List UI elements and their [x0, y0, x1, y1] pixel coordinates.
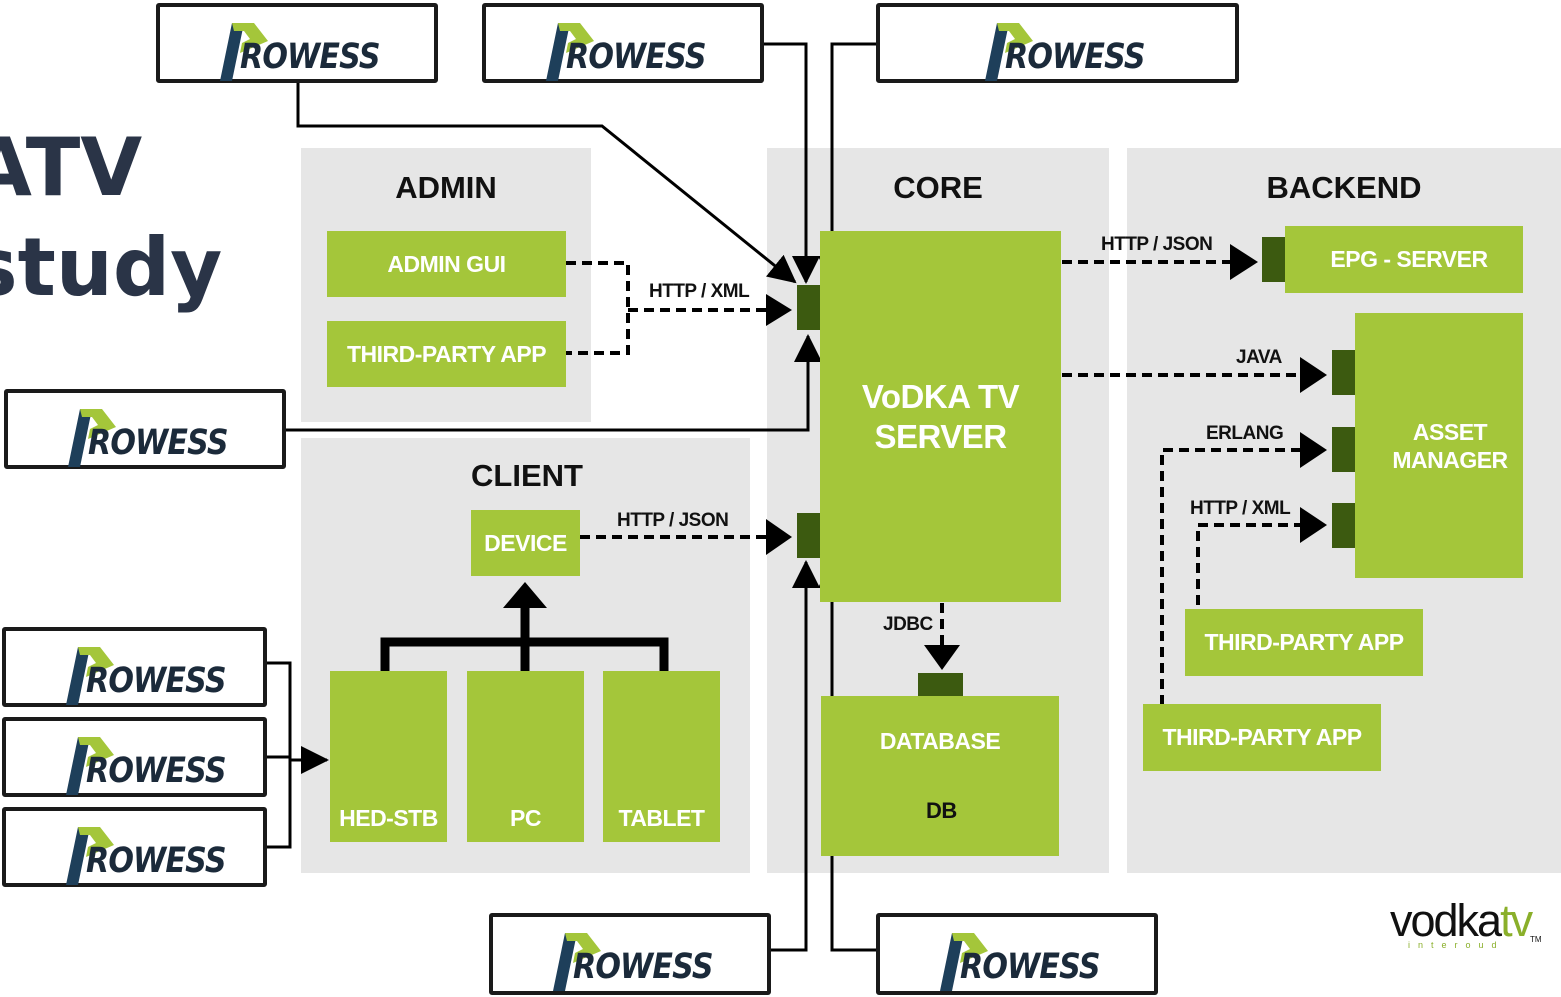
backend-http-xml-label: HTTP / XML	[1190, 498, 1291, 519]
prowess-logo-8: ROWESS	[489, 913, 771, 995]
prowess-logo-7: ROWESS	[2, 807, 267, 887]
prowess-left-bracket	[265, 661, 292, 849]
prowess-wordmark: ROWESS	[86, 841, 227, 881]
prowess-logo-4: ROWESS	[4, 389, 286, 469]
prowess-2-link	[763, 42, 820, 284]
vodkatv-logo: vodkatv interoud TM	[1390, 895, 1548, 957]
logo-tv-text: tv	[1500, 895, 1533, 946]
backend-panel-title: BACKEND	[1266, 170, 1422, 205]
backend-third-party-box-2: THIRD-PARTY APP	[1143, 704, 1381, 771]
core-to-epg-arrow	[1230, 244, 1258, 280]
prowess-mark-icon	[66, 737, 114, 795]
vodka-server-line1: VoDKA TV	[861, 377, 1020, 415]
vodkatv-logo-text: vodkatv	[1390, 895, 1533, 947]
admin-third-party-box: THIRD-PARTY APP	[327, 321, 566, 387]
device-box: DEVICE	[471, 510, 580, 576]
prowess-wordmark: ROWESS	[86, 661, 227, 701]
prowess-wordmark: ROWESS	[573, 947, 714, 987]
core-epg-protocol-label: HTTP / JSON	[1101, 234, 1213, 255]
prowess-4-link	[285, 334, 822, 432]
admin-gui-box: ADMIN GUI	[327, 231, 566, 297]
pc-box: PC	[467, 671, 584, 842]
backend-third-party-box-1: THIRD-PARTY APP	[1185, 609, 1423, 676]
core-to-db-arrow	[924, 645, 960, 670]
backend-http-xml-dash	[1196, 523, 1305, 605]
admin-core-protocol-label: HTTP / XML	[649, 281, 750, 302]
vodka-tv-server-box: VoDKA TV SERVER	[820, 231, 1061, 602]
page-title-line2: study	[0, 221, 223, 314]
prowess-mark-icon	[553, 933, 601, 991]
prowess-mark-icon	[546, 23, 594, 81]
epg-server-box: EPG - SERVER	[1285, 226, 1523, 293]
core-asset-java-label: JAVA	[1236, 347, 1282, 368]
logo-tagline: interoud	[1408, 940, 1505, 950]
prowess-logo-6: ROWESS	[2, 717, 267, 797]
prowess-wordmark: ROWESS	[1005, 37, 1146, 77]
prowess-wordmark: ROWESS	[566, 37, 707, 77]
device-core-protocol-label: HTTP / JSON	[617, 510, 729, 531]
backend-http-xml-arrow	[1300, 507, 1327, 543]
prowess-wordmark: ROWESS	[960, 947, 1101, 987]
prowess-mark-icon	[940, 933, 988, 991]
prowess-logo-9: ROWESS	[876, 913, 1158, 995]
erlang-dash	[1160, 448, 1305, 705]
core-to-asset-java-arrow	[1300, 357, 1327, 393]
asset-manager-box: ASSET MANAGER	[1355, 313, 1523, 578]
prowess-logo-3: ROWESS	[876, 3, 1239, 83]
hed-stb-box: HED-STB	[330, 671, 447, 842]
page-title-line1: ATV	[0, 121, 143, 214]
tablet-box: TABLET	[603, 671, 720, 842]
prowess-logo-5: ROWESS	[2, 627, 267, 707]
asset-manager-line2: MANAGER	[1392, 446, 1508, 473]
admin-to-core-arrow	[766, 294, 792, 326]
prowess-mark-icon	[220, 23, 268, 81]
prowess-wordmark: ROWESS	[88, 423, 229, 463]
asset-manager-line1: ASSET	[1412, 418, 1488, 445]
prowess-wordmark: ROWESS	[86, 751, 227, 791]
logo-tm: TM	[1530, 935, 1542, 944]
core-panel-title: CORE	[893, 170, 983, 205]
db-label: DB	[926, 798, 957, 823]
logo-vodka-text: vodka	[1390, 895, 1502, 946]
prowess-bottom-right-link	[818, 560, 877, 952]
database-box: DATABASE	[821, 696, 1059, 856]
device-arrow-head	[503, 582, 547, 608]
erlang-arrow	[1300, 432, 1327, 468]
vodka-server-line2: SERVER	[874, 417, 1007, 455]
prowess-logo-1: ROWESS	[156, 3, 438, 83]
prowess-mark-icon	[66, 647, 114, 705]
prowess-bottom-left-link	[770, 560, 820, 952]
client-panel-title: CLIENT	[471, 458, 583, 493]
prowess-wordmark: ROWESS	[240, 37, 381, 77]
prowess-1-link	[296, 82, 797, 284]
admin-panel-title: ADMIN	[395, 170, 497, 205]
device-to-core-arrow	[766, 519, 792, 555]
jdbc-label: JDBC	[883, 614, 933, 635]
prowess-3-link	[818, 42, 877, 284]
prowess-mark-icon	[985, 23, 1033, 81]
admin-gui-dash	[566, 261, 630, 355]
erlang-label: ERLANG	[1206, 423, 1284, 444]
prowess-mark-icon	[66, 827, 114, 885]
prowess-mark-icon	[68, 409, 116, 467]
prowess-logo-2: ROWESS	[482, 3, 764, 83]
